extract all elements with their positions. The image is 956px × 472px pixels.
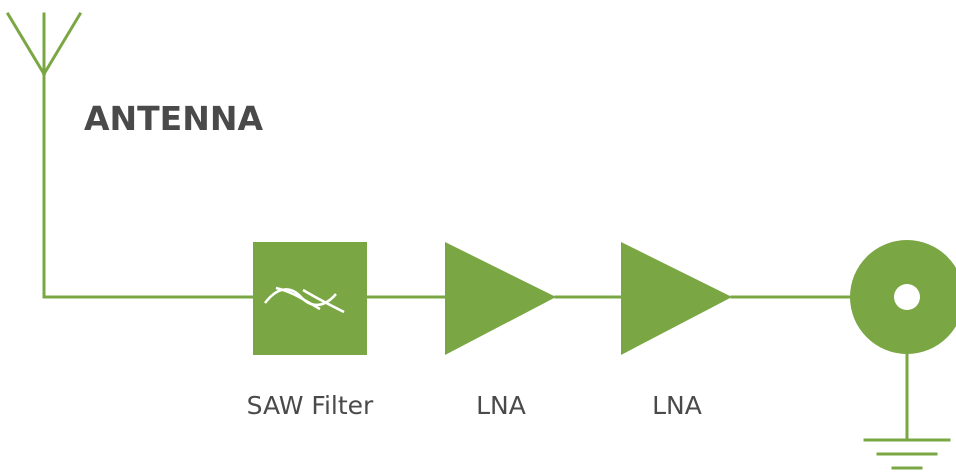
lna-label-1: LNA <box>476 391 526 420</box>
antenna-icon <box>5 11 83 299</box>
lna-block-2: LNA <box>621 242 732 420</box>
ground-icon <box>863 352 951 470</box>
saw-filter-icon <box>253 242 367 355</box>
amplifier-icon <box>621 242 732 355</box>
saw-filter-block: SAW Filter <box>247 242 374 420</box>
lna-block-1: LNA <box>445 242 556 420</box>
antenna-title: ANTENNA <box>84 99 263 138</box>
amplifier-icon <box>445 242 556 355</box>
coax-connector-icon <box>850 240 956 354</box>
lna-label-2: LNA <box>652 391 702 420</box>
saw-filter-label: SAW Filter <box>247 391 374 420</box>
